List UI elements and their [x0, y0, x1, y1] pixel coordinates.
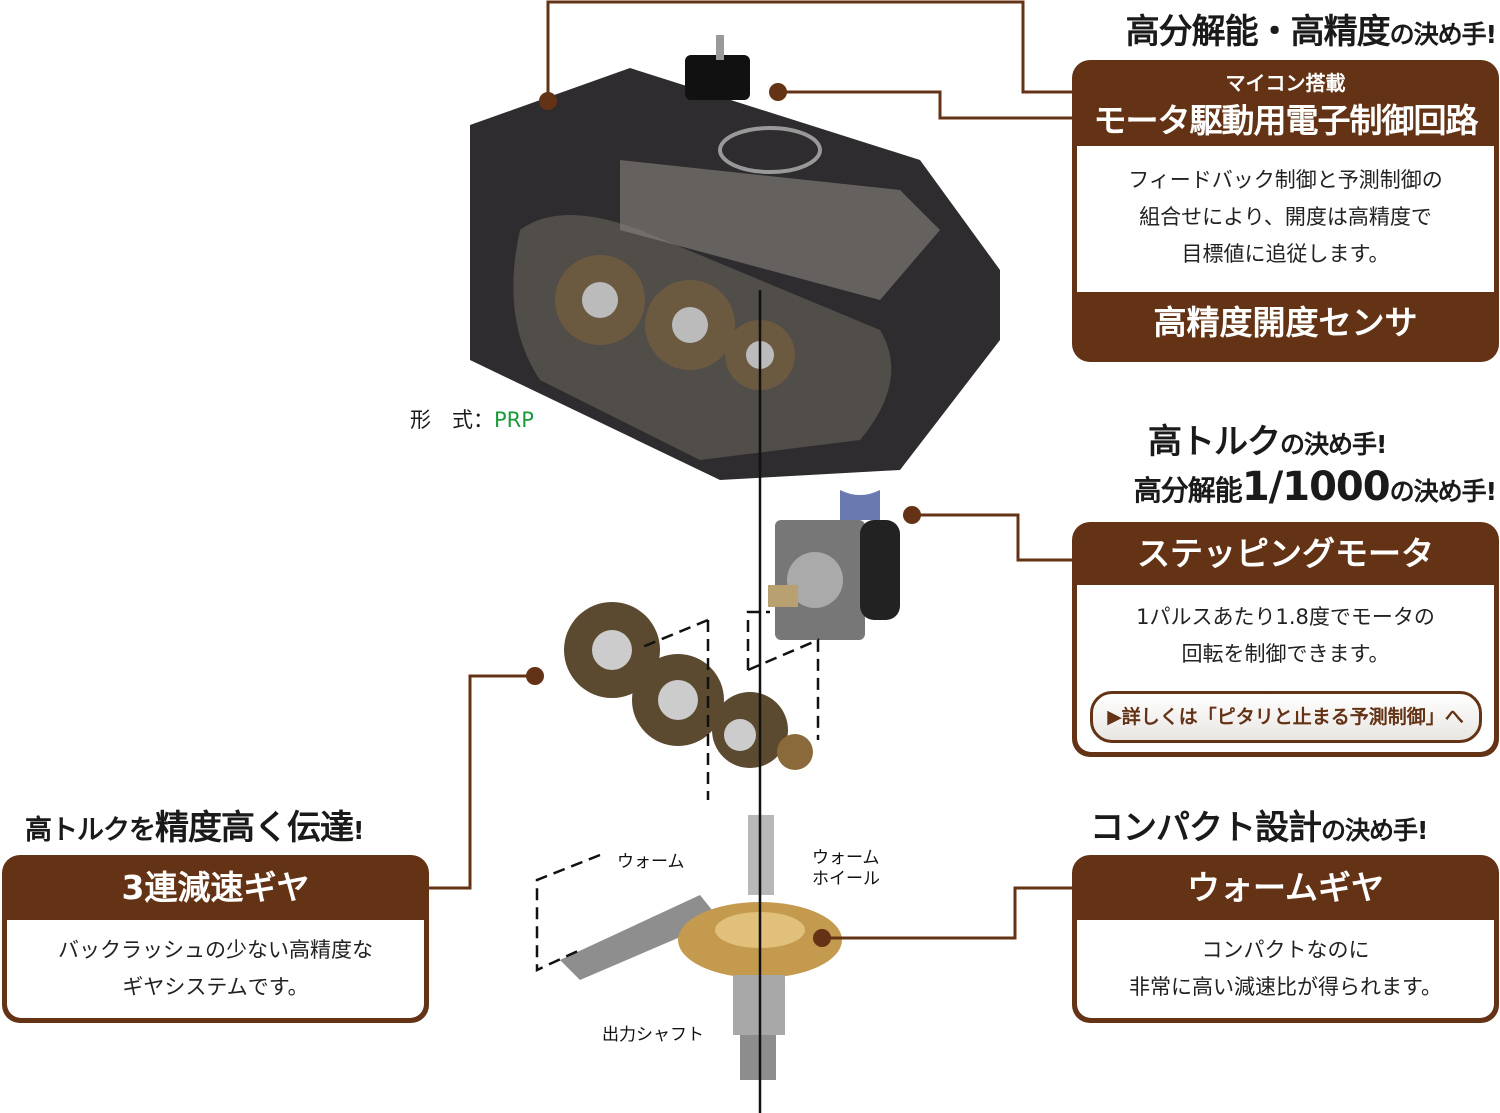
leader-dots [526, 83, 921, 947]
body-line: 組合せにより、開度は高精度で [1139, 205, 1432, 229]
sensor-card-subtitle: マイコン搭載 [1225, 71, 1346, 95]
gear-card-title: 3連減速ギヤ [121, 868, 310, 907]
sensor-heading-main: 高分解能・高精度 [1125, 12, 1391, 52]
motor-card: ステッピングモータ 1パルスあたり1.8度でモータの 回転を制御できます。 ▶詳… [1072, 522, 1499, 757]
sensor-heading: 高分解能・高精度の決め手! [1125, 4, 1497, 53]
body-line: 1パルスあたり1.8度でモータの [1136, 605, 1435, 629]
worm-card-title: ウォームギヤ [1186, 868, 1384, 907]
worm-heading-main: コンパクト設計 [1090, 808, 1322, 848]
predictive-control-link-button[interactable]: ▶詳しくは「ピタリと止まる予測制御」へ [1089, 691, 1482, 743]
body-line: フィードバック制御と予測制御の [1128, 168, 1443, 192]
worm-wheel-label-line: ウォーム [812, 848, 880, 868]
gear-heading-suffix: ! [353, 816, 364, 845]
motor-card-body: 1パルスあたり1.8度でモータの 回転を制御できます。 ▶詳しくは「ピタリと止ま… [1077, 585, 1494, 752]
body-line: ギヤシステムです。 [122, 975, 309, 999]
motor-heading2-suffix: の決め手! [1389, 477, 1497, 506]
gear-card-body: バックラッシュの少ない高精度な ギヤシステムです。 [7, 920, 424, 1018]
body-line: 非常に高い減速比が得られます。 [1129, 975, 1442, 999]
worm-label: ウォーム [617, 852, 685, 872]
motor-heading-suffix: の決め手! [1280, 430, 1387, 459]
worm-wheel-label: ウォーム ホイール [812, 848, 880, 890]
body-line: コンパクトなのに [1201, 938, 1370, 962]
motor-heading2-prefix: 高分解能 [1133, 474, 1243, 507]
gear-heading-main: 精度高く伝達 [155, 808, 354, 848]
body-line: 目標値に追従します。 [1181, 242, 1390, 266]
assembly-dashed-lines [535, 610, 820, 972]
motor-heading-2: 高分解能1/1000の決め手! [1133, 464, 1497, 510]
body-line: 回転を制御できます。 [1181, 642, 1390, 666]
motor-heading-1: 高トルクの決め手! [1148, 414, 1387, 463]
gear-heading: 高トルクを精度高く伝達! [25, 800, 364, 849]
gear-card: 3連減速ギヤ バックラッシュの少ない高精度な ギヤシステムです。 [2, 855, 429, 1023]
output-shaft-label: 出力シャフト [602, 1025, 704, 1045]
model-value: PRP [494, 408, 534, 432]
worm-wheel-label-line: ホイール [812, 869, 880, 889]
body-line: バックラッシュの少ない高精度な [58, 938, 373, 962]
worm-card-body: コンパクトなのに 非常に高い減速比が得られます。 [1077, 920, 1494, 1018]
sensor-card-body: フィードバック制御と予測制御の 組合せにより、開度は高精度で 目標値に追従します… [1077, 146, 1494, 292]
motor-heading-main: 高トルク [1148, 422, 1281, 462]
worm-card: ウォームギヤ コンパクトなのに 非常に高い減速比が得られます。 [1072, 855, 1499, 1023]
sensor-card-footer: 高精度開度センサ [1153, 303, 1418, 342]
stepping-motor-photo [768, 490, 900, 640]
sensor-card: マイコン搭載 モータ駆動用電子制御回路 フィードバック制御と予測制御の 組合せに… [1072, 60, 1499, 362]
gear-heading-prefix: 高トルクを [25, 815, 156, 846]
worm-heading: コンパクト設計の決め手! [1090, 800, 1428, 849]
sensor-heading-suffix: の決め手! [1389, 20, 1497, 49]
motor-card-title: ステッピングモータ [1137, 534, 1434, 573]
sensor-card-title: モータ駆動用電子制御回路 [1093, 101, 1479, 140]
leader-lines [428, 0, 1072, 940]
worm-heading-suffix: の決め手! [1321, 816, 1428, 845]
motor-heading2-main: 1/1000 [1241, 464, 1391, 510]
model-caption: 形 式： [410, 408, 494, 432]
reduction-gears-photo [564, 602, 813, 770]
model-label: 形 式：PRP [410, 404, 534, 434]
